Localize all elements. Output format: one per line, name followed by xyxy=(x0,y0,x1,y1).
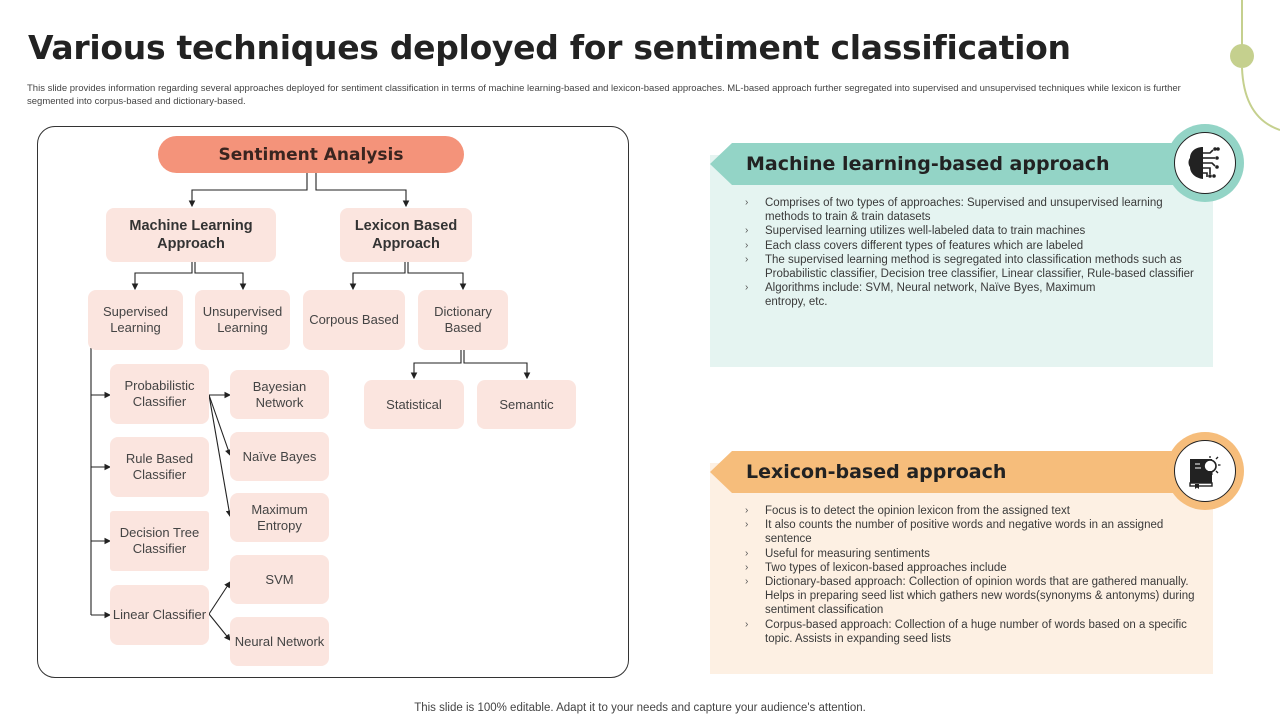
chevron-right-icon: › xyxy=(745,561,749,573)
lexicon-bullet: ›It also counts the number of positive w… xyxy=(745,519,1164,546)
footer-note: This slide is 100% editable. Adapt it to… xyxy=(414,702,866,714)
chevron-right-icon: › xyxy=(745,197,749,208)
lexicon-card-title: Lexicon-based approach xyxy=(710,451,1210,493)
node-supervised: Supervised Learning xyxy=(88,290,183,350)
chevron-right-icon: › xyxy=(745,505,749,516)
chevron-right-icon: › xyxy=(745,282,749,294)
ml-icon-badge xyxy=(1166,124,1244,202)
lexicon-bullet: ›Corpus-based approach: Collection of a … xyxy=(745,618,1187,645)
lexicon-bullet-list: ›Focus is to detect the opinion lexicon … xyxy=(745,504,1195,646)
ml-bullet: ›Comprises of two types of approaches: S… xyxy=(745,197,1163,224)
lexicon-bullet: ›Useful for measuring sentiments xyxy=(745,547,930,560)
lexicon-bullet: ›Two types of lexicon-based approaches i… xyxy=(745,561,1007,574)
ml-card-body xyxy=(710,155,1213,367)
ml-bullet: ›Supervised learning utilizes well-label… xyxy=(745,225,1086,238)
chevron-right-icon: › xyxy=(745,618,749,630)
node-semantic: Semantic xyxy=(477,380,576,429)
node-ml-approach: Machine Learning Approach xyxy=(106,208,276,262)
chevron-right-icon: › xyxy=(745,519,749,531)
node-corpus: Corpous Based xyxy=(303,290,405,350)
lexicon-icon-badge xyxy=(1166,432,1244,510)
node-probabilistic: Probabilistic Classifier xyxy=(110,364,209,424)
ml-bullet-list: ›Comprises of two types of approaches: S… xyxy=(745,196,1195,310)
page-title: Various techniques deployed for sentimen… xyxy=(28,28,1071,67)
node-bayesian: Bayesian Network xyxy=(230,370,329,419)
node-rule-based: Rule Based Classifier xyxy=(110,437,209,497)
lexicon-bullet: ›Focus is to detect the opinion lexicon … xyxy=(745,505,1070,517)
page-subtitle: This slide provides information regardin… xyxy=(27,83,1181,107)
lexicon-bullet: ›Dictionary-based approach: Collection o… xyxy=(745,576,1195,617)
lexicon-card-body xyxy=(710,463,1213,674)
chevron-right-icon: › xyxy=(745,239,749,251)
node-decision-tree: Decision Tree Classifier xyxy=(110,511,209,571)
chevron-right-icon: › xyxy=(745,547,749,559)
node-svm: SVM xyxy=(230,555,329,604)
node-max-entropy: Maximum Entropy xyxy=(230,493,329,542)
chevron-right-icon: › xyxy=(745,576,749,588)
node-neural-network: Neural Network xyxy=(230,617,329,666)
book-lightbulb-icon xyxy=(1189,456,1221,489)
node-sentiment-analysis: Sentiment Analysis xyxy=(158,136,464,173)
ml-bullet: ›Each class covers different types of fe… xyxy=(745,239,1084,252)
node-dictionary: Dictionary Based xyxy=(418,290,508,350)
brain-circuit-icon xyxy=(1188,147,1220,179)
ml-card-title: Machine learning-based approach xyxy=(710,143,1210,185)
chevron-right-icon: › xyxy=(745,225,749,237)
node-linear: Linear Classifier xyxy=(110,585,209,645)
node-lexicon-approach: Lexicon Based Approach xyxy=(340,208,472,262)
ml-bullet: ›Algorithms include: SVM, Neural network… xyxy=(745,282,1096,309)
node-unsupervised: Unsupervised Learning xyxy=(195,290,290,350)
node-naive-bayes: Naïve Bayes xyxy=(230,432,329,481)
chevron-right-icon: › xyxy=(745,253,749,265)
ml-bullet: ›The supervised learning method is segre… xyxy=(745,253,1194,281)
node-statistical: Statistical xyxy=(364,380,464,429)
